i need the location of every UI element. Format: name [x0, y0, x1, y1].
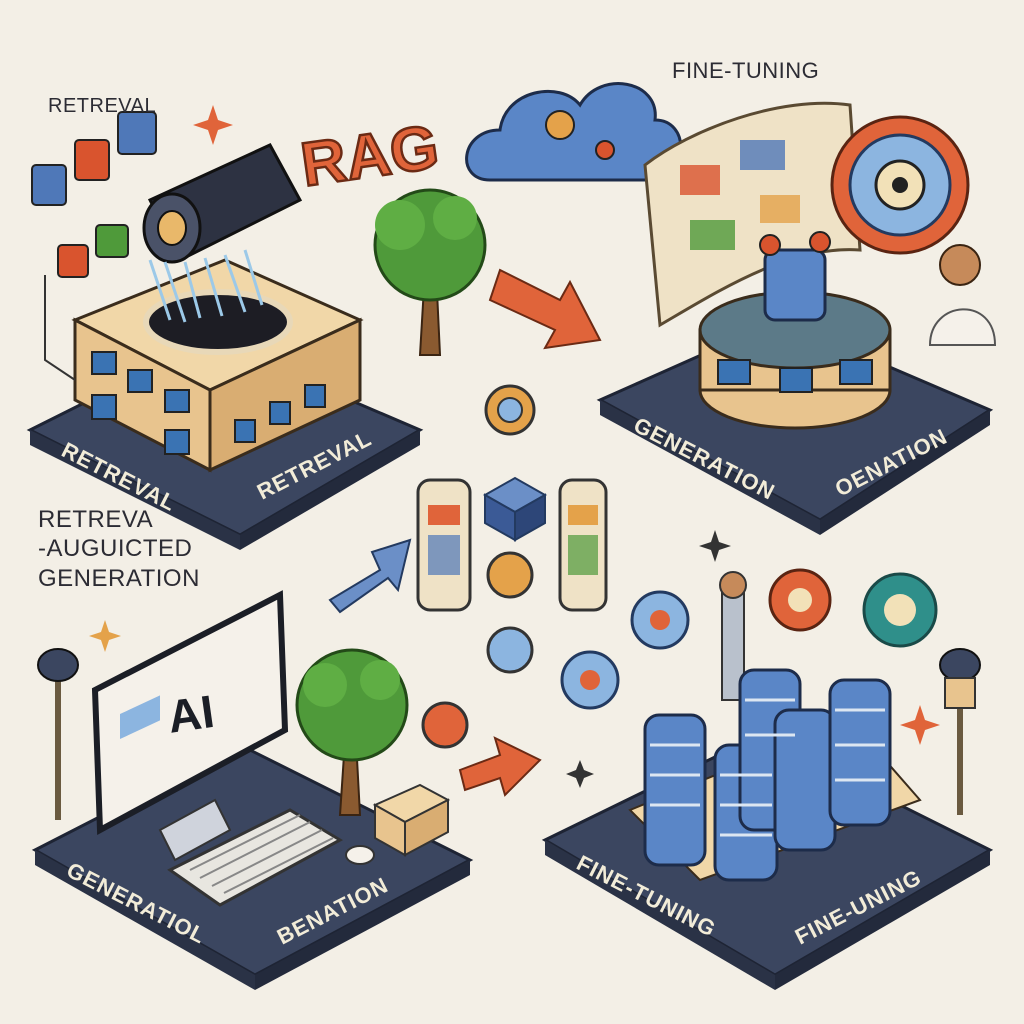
caption-line-2: -AUGUICTED — [38, 535, 192, 562]
tree-icon — [373, 188, 487, 356]
lamp-icon — [37, 648, 981, 820]
server-icon — [628, 571, 922, 882]
box-icon — [372, 783, 451, 857]
tree-icon — [295, 648, 409, 816]
disc-icon — [421, 384, 536, 749]
sparkle-icon — [89, 105, 940, 788]
retrieval-building — [71, 258, 364, 473]
generation-cylinder — [698, 231, 892, 430]
monitor-ai-text: AI — [164, 685, 217, 743]
keyboard-icon — [167, 808, 375, 907]
projector-icon — [142, 143, 303, 323]
scroll-panel — [643, 101, 862, 328]
cylinder-icon — [416, 478, 608, 612]
caption-line-1: RETREVA — [38, 506, 153, 533]
cloud-icon — [465, 82, 683, 182]
cube-icon — [482, 476, 548, 542]
person-icon — [928, 244, 997, 346]
arrow-icon — [328, 268, 602, 797]
rag-logo: RAG — [297, 112, 443, 200]
caption-line-3: GENERATION — [38, 565, 200, 592]
monitor-icon — [91, 590, 289, 862]
gear-small-icon — [560, 568, 938, 710]
gear-icon — [830, 115, 970, 255]
label-fine-tuning-top: FINE-TUNING — [672, 58, 819, 83]
blocks-icon — [31, 111, 157, 381]
label-retrieval-top: RETREVAL — [48, 95, 156, 117]
